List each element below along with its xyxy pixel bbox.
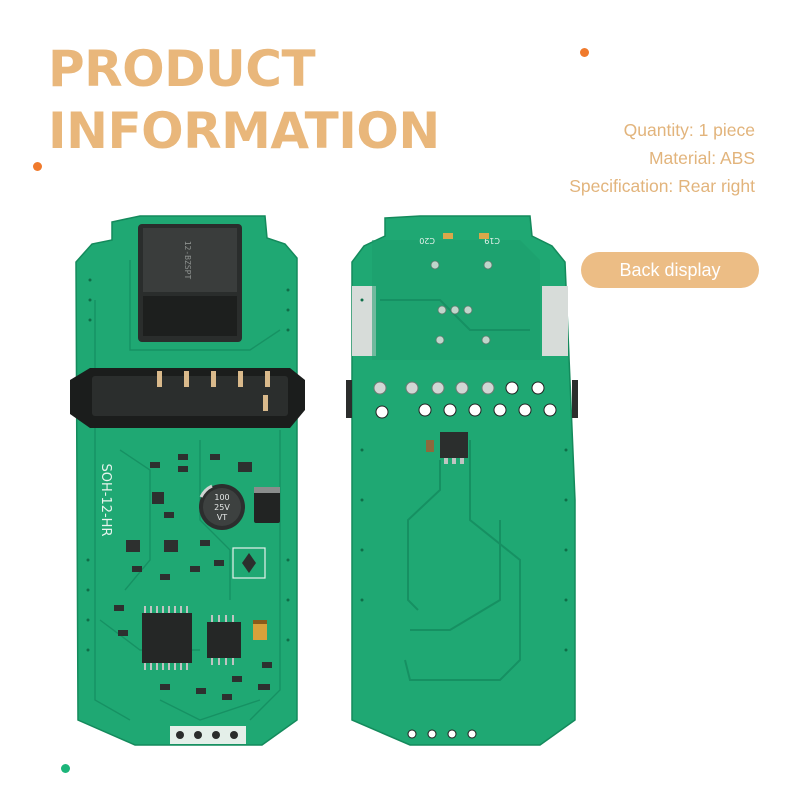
svg-text:C19: C19 [484, 236, 500, 245]
page-title: PRODUCT INFORMATION [48, 38, 440, 162]
spec-material: Material: ABS [648, 148, 755, 168]
decor-dot-green [61, 764, 70, 773]
decor-dot-orange [580, 48, 589, 57]
board-model-marking: SOH-12-HR [98, 464, 113, 537]
spec-list: Quantity: 1 piece Material: ABS Specific… [569, 116, 755, 200]
title-line-2: INFORMATION [48, 102, 440, 160]
back-display-label: Back display [581, 252, 759, 288]
spec-specification: Specification: Rear right [569, 176, 755, 196]
pcb-front-photo: 12-BZSPT SOH-12-HR 100 25V VT [70, 215, 305, 746]
title-line-1: PRODUCT [48, 40, 316, 98]
cap-voltage: 25V [214, 503, 230, 512]
cap-value: 100 [214, 493, 229, 502]
cap-series: VT [217, 513, 227, 522]
decor-dot-orange [33, 162, 42, 171]
spec-quantity: Quantity: 1 piece [623, 120, 755, 140]
relay-marking: 12-BZSPT [183, 241, 192, 280]
pcb-back-photo: C20 C19 [346, 215, 578, 746]
svg-text:C20: C20 [419, 236, 435, 245]
